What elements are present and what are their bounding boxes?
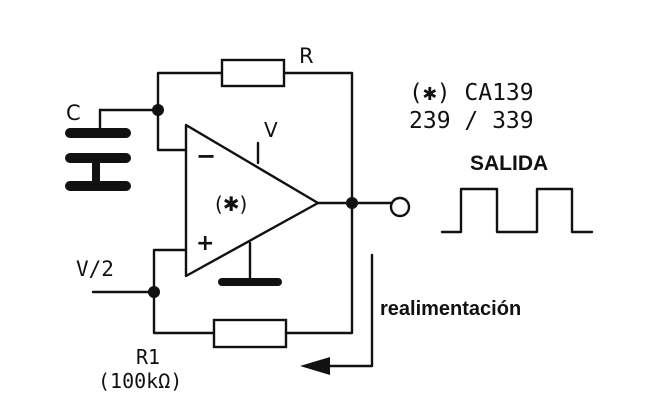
opamp-triangle <box>184 123 320 278</box>
label-chip-line2: 239 / 339 <box>409 108 534 134</box>
wire-capacitor-node <box>98 108 188 152</box>
resistor-r <box>220 58 286 88</box>
label-feedback: realimentación <box>380 298 521 320</box>
wire-top-feedback <box>156 71 354 205</box>
junction-inverting <box>152 104 164 116</box>
label-v: V <box>264 118 278 142</box>
label-output-title: SALIDA <box>470 152 548 175</box>
label-noninverting: + <box>196 231 214 256</box>
label-chip-line1: (✱) CA139 <box>409 80 534 106</box>
wire-noninverting <box>152 201 354 335</box>
label-r1: R1 <box>136 345 160 369</box>
feedback-arrow-line <box>328 253 374 368</box>
label-r1-value: (100kΩ) <box>98 369 182 393</box>
label-opamp: (✱) <box>215 192 247 216</box>
junction-noninverting <box>148 286 160 298</box>
square-wave <box>440 187 594 234</box>
label-c: C <box>66 101 81 125</box>
label-inverting: − <box>196 142 216 170</box>
label-half-supply: V/2 <box>76 257 114 281</box>
output-terminal <box>389 196 411 218</box>
resistor-r1 <box>212 318 288 349</box>
feedback-arrow-head <box>300 357 330 375</box>
label-r: R <box>299 44 314 68</box>
